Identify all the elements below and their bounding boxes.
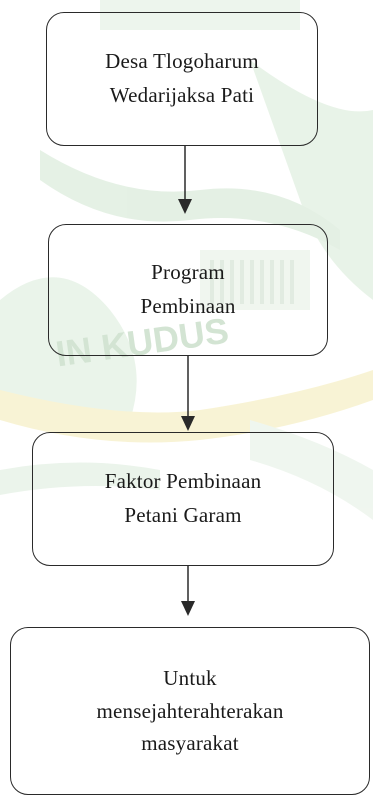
flowchart-node-program: Program Pembinaan (48, 224, 328, 356)
node-2-line-1: Program (151, 260, 225, 285)
node-1-line-2: Wedarijaksa Pati (109, 83, 255, 107)
node-1-line-1: Desa Tlogoharum (105, 49, 259, 74)
node-4-line-1: Untuk (163, 666, 217, 691)
node-2-line-2: Pembinaan (140, 294, 236, 318)
flowchart-node-faktor: Faktor Pembinaan Petani Garam (32, 432, 334, 566)
node-3-line-1: Faktor Pembinaan (104, 469, 262, 494)
node-3-line-2: Petani Garam (124, 503, 242, 527)
flowchart-node-desa: Desa Tlogoharum Wedarijaksa Pati (46, 12, 318, 146)
flowchart-node-untuk: Untuk mensejahterahterakan masyarakat (10, 627, 370, 795)
node-4-line-3: masyarakat (141, 731, 239, 756)
node-4-line-2: mensejahterahterakan (96, 698, 284, 723)
